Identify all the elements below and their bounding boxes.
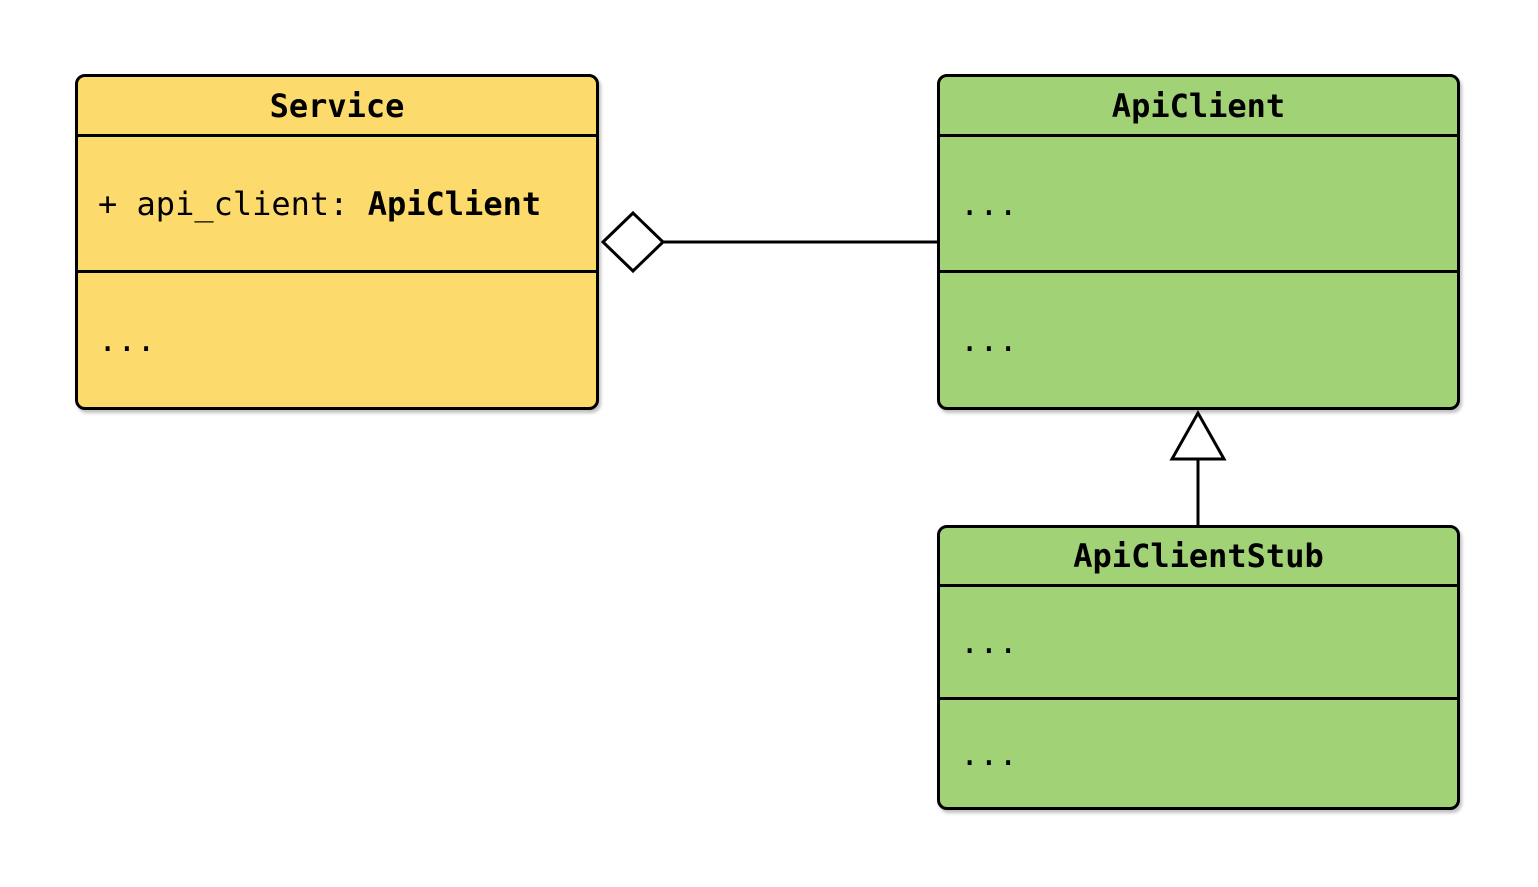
class-methods-service: ... — [98, 321, 156, 359]
class-box-apiclientstub: ApiClientStub ... ... — [937, 525, 1460, 810]
class-attributes-apiclientstub: ... — [940, 587, 1457, 700]
class-title-service: Service — [78, 77, 596, 137]
class-attributes-service: + api_client: ApiClient — [78, 137, 596, 273]
class-box-service: Service + api_client: ApiClient ... — [75, 74, 599, 410]
class-methods-apiclient: ... — [960, 321, 1018, 359]
attribute-line: + api_client: ApiClient — [98, 185, 541, 223]
class-methods-apiclientstub: ... — [960, 734, 1018, 773]
class-title-apiclientstub: ApiClientStub — [940, 528, 1457, 587]
class-attributes-apiclient: ... — [940, 137, 1457, 273]
attribute-type: ApiClient — [367, 184, 542, 223]
inheritance-triangle-icon — [1169, 409, 1227, 461]
class-box-apiclient: ApiClient ... ... — [937, 74, 1460, 410]
attribute-prefix: + api_client: — [98, 184, 368, 223]
class-title-apiclient: ApiClient — [940, 77, 1457, 137]
aggregation-diamond-icon — [600, 210, 666, 274]
